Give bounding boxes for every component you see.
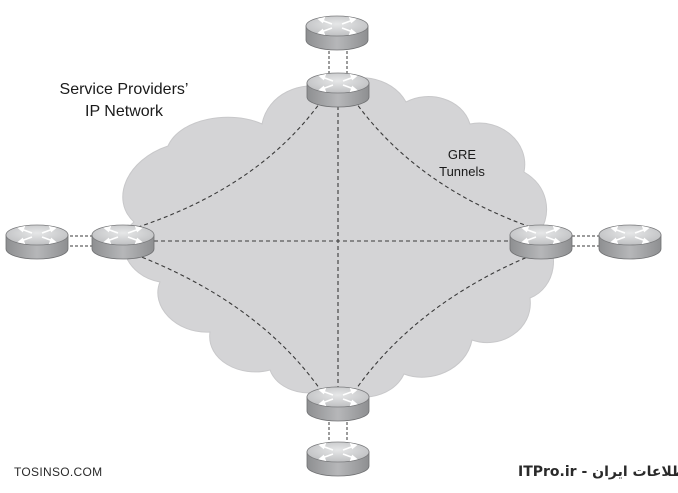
router-south-cpe [306,441,370,477]
service-provider-cloud [122,77,554,398]
router-north-edge [306,72,370,108]
router-west-cpe [5,224,69,260]
router-north-cpe [305,15,369,51]
router-east-cpe [598,224,662,260]
router-west-edge [91,224,155,260]
tunnel-north-west [125,99,323,232]
gre-tunnels [125,92,543,400]
cloud-label-line1: Service Providers’ [60,81,189,98]
tunnel-label-line2: Tunnels [439,164,485,179]
tunnel-south-west [125,250,323,393]
watermark-left: TOSINSO.COM [14,465,102,479]
tunnel-label-line1: GRE [448,147,477,162]
tunnel-south-east [353,250,543,393]
watermark-right: انجمن تخصصی فناوری اطلاعات ایران - ITPro… [518,464,678,480]
router-south-edge [306,386,370,422]
cloud-label-line2: IP Network [85,103,164,120]
router-east-edge [509,224,573,260]
